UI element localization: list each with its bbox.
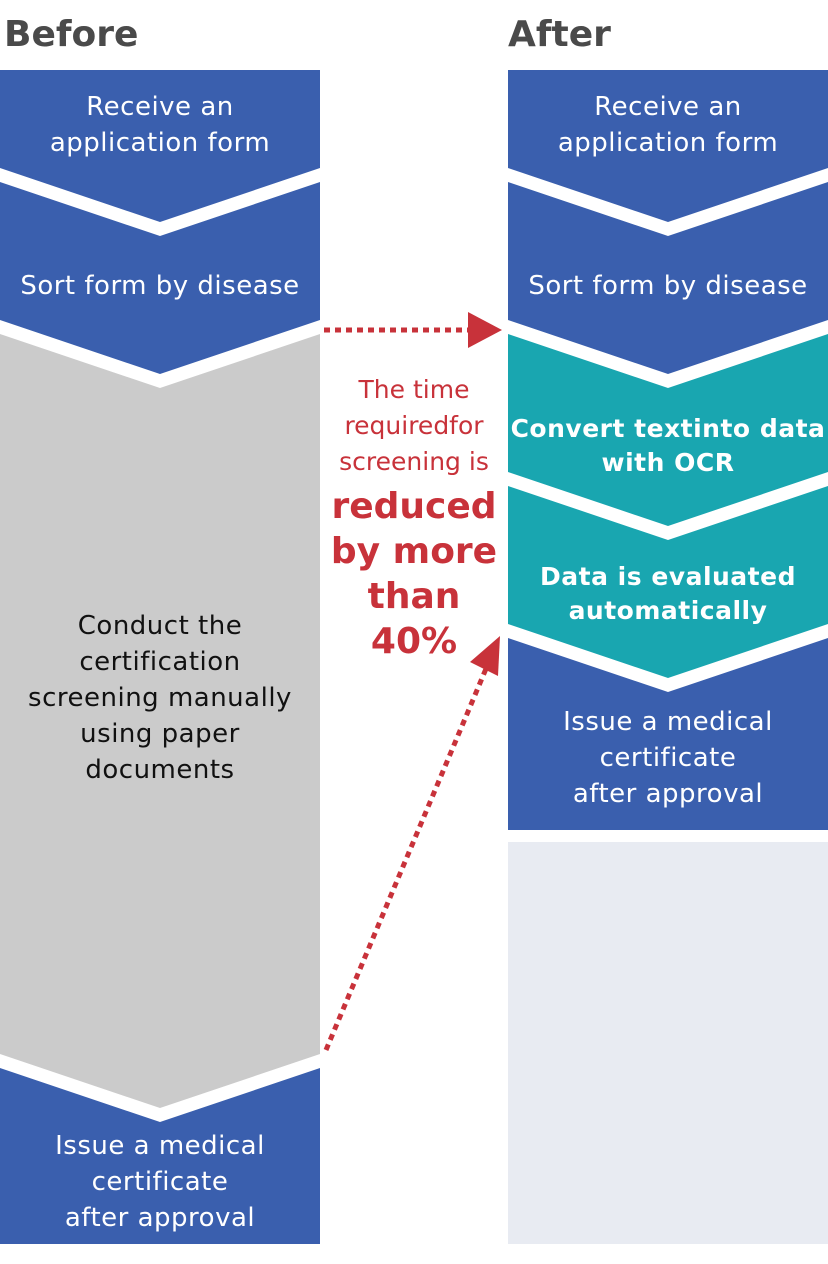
after-step-issue-label: Issue a medical certificate after approv…	[563, 707, 773, 809]
before-step-issue-shape	[0, 1068, 320, 1244]
before-step-manual-shape	[0, 334, 320, 1108]
before-heading: Before	[4, 14, 139, 55]
after-step-ocr-shape	[508, 334, 828, 526]
after-step-receive-label: Receive an application form	[557, 92, 779, 158]
before-step-sort-shape	[0, 182, 320, 374]
before-step-receive-shape	[0, 70, 320, 222]
after-step-sort-label: Sort form by disease	[528, 271, 808, 301]
arrow-bottom-head	[470, 636, 500, 676]
before-step-issue-label: Issue a medical certificate after approv…	[55, 1131, 265, 1233]
after-step-receive-shape	[508, 70, 828, 222]
after-step-issue-shape	[508, 638, 828, 830]
after-step-ocr-label: Convert textinto data with OCR	[510, 414, 826, 477]
before-step-receive-label: Receive an application form	[49, 92, 271, 158]
callout-text: The time requiredfor screening is	[339, 375, 489, 476]
arrow-top-head	[468, 312, 502, 348]
before-step-sort-label: Sort form by disease	[20, 271, 300, 301]
after-step-sort-shape	[508, 182, 828, 374]
after-step-evaluate-label: Data is evaluated automatically	[540, 562, 796, 625]
before-step-manual-label: Conduct the certification screening manu…	[28, 611, 292, 785]
arrow-bottom-line	[323, 663, 491, 1051]
after-empty-area	[508, 842, 828, 1244]
after-step-evaluate-shape	[508, 486, 828, 678]
after-heading: After	[508, 14, 611, 55]
callout-emphasis: reduced by more than 40%	[330, 486, 498, 662]
